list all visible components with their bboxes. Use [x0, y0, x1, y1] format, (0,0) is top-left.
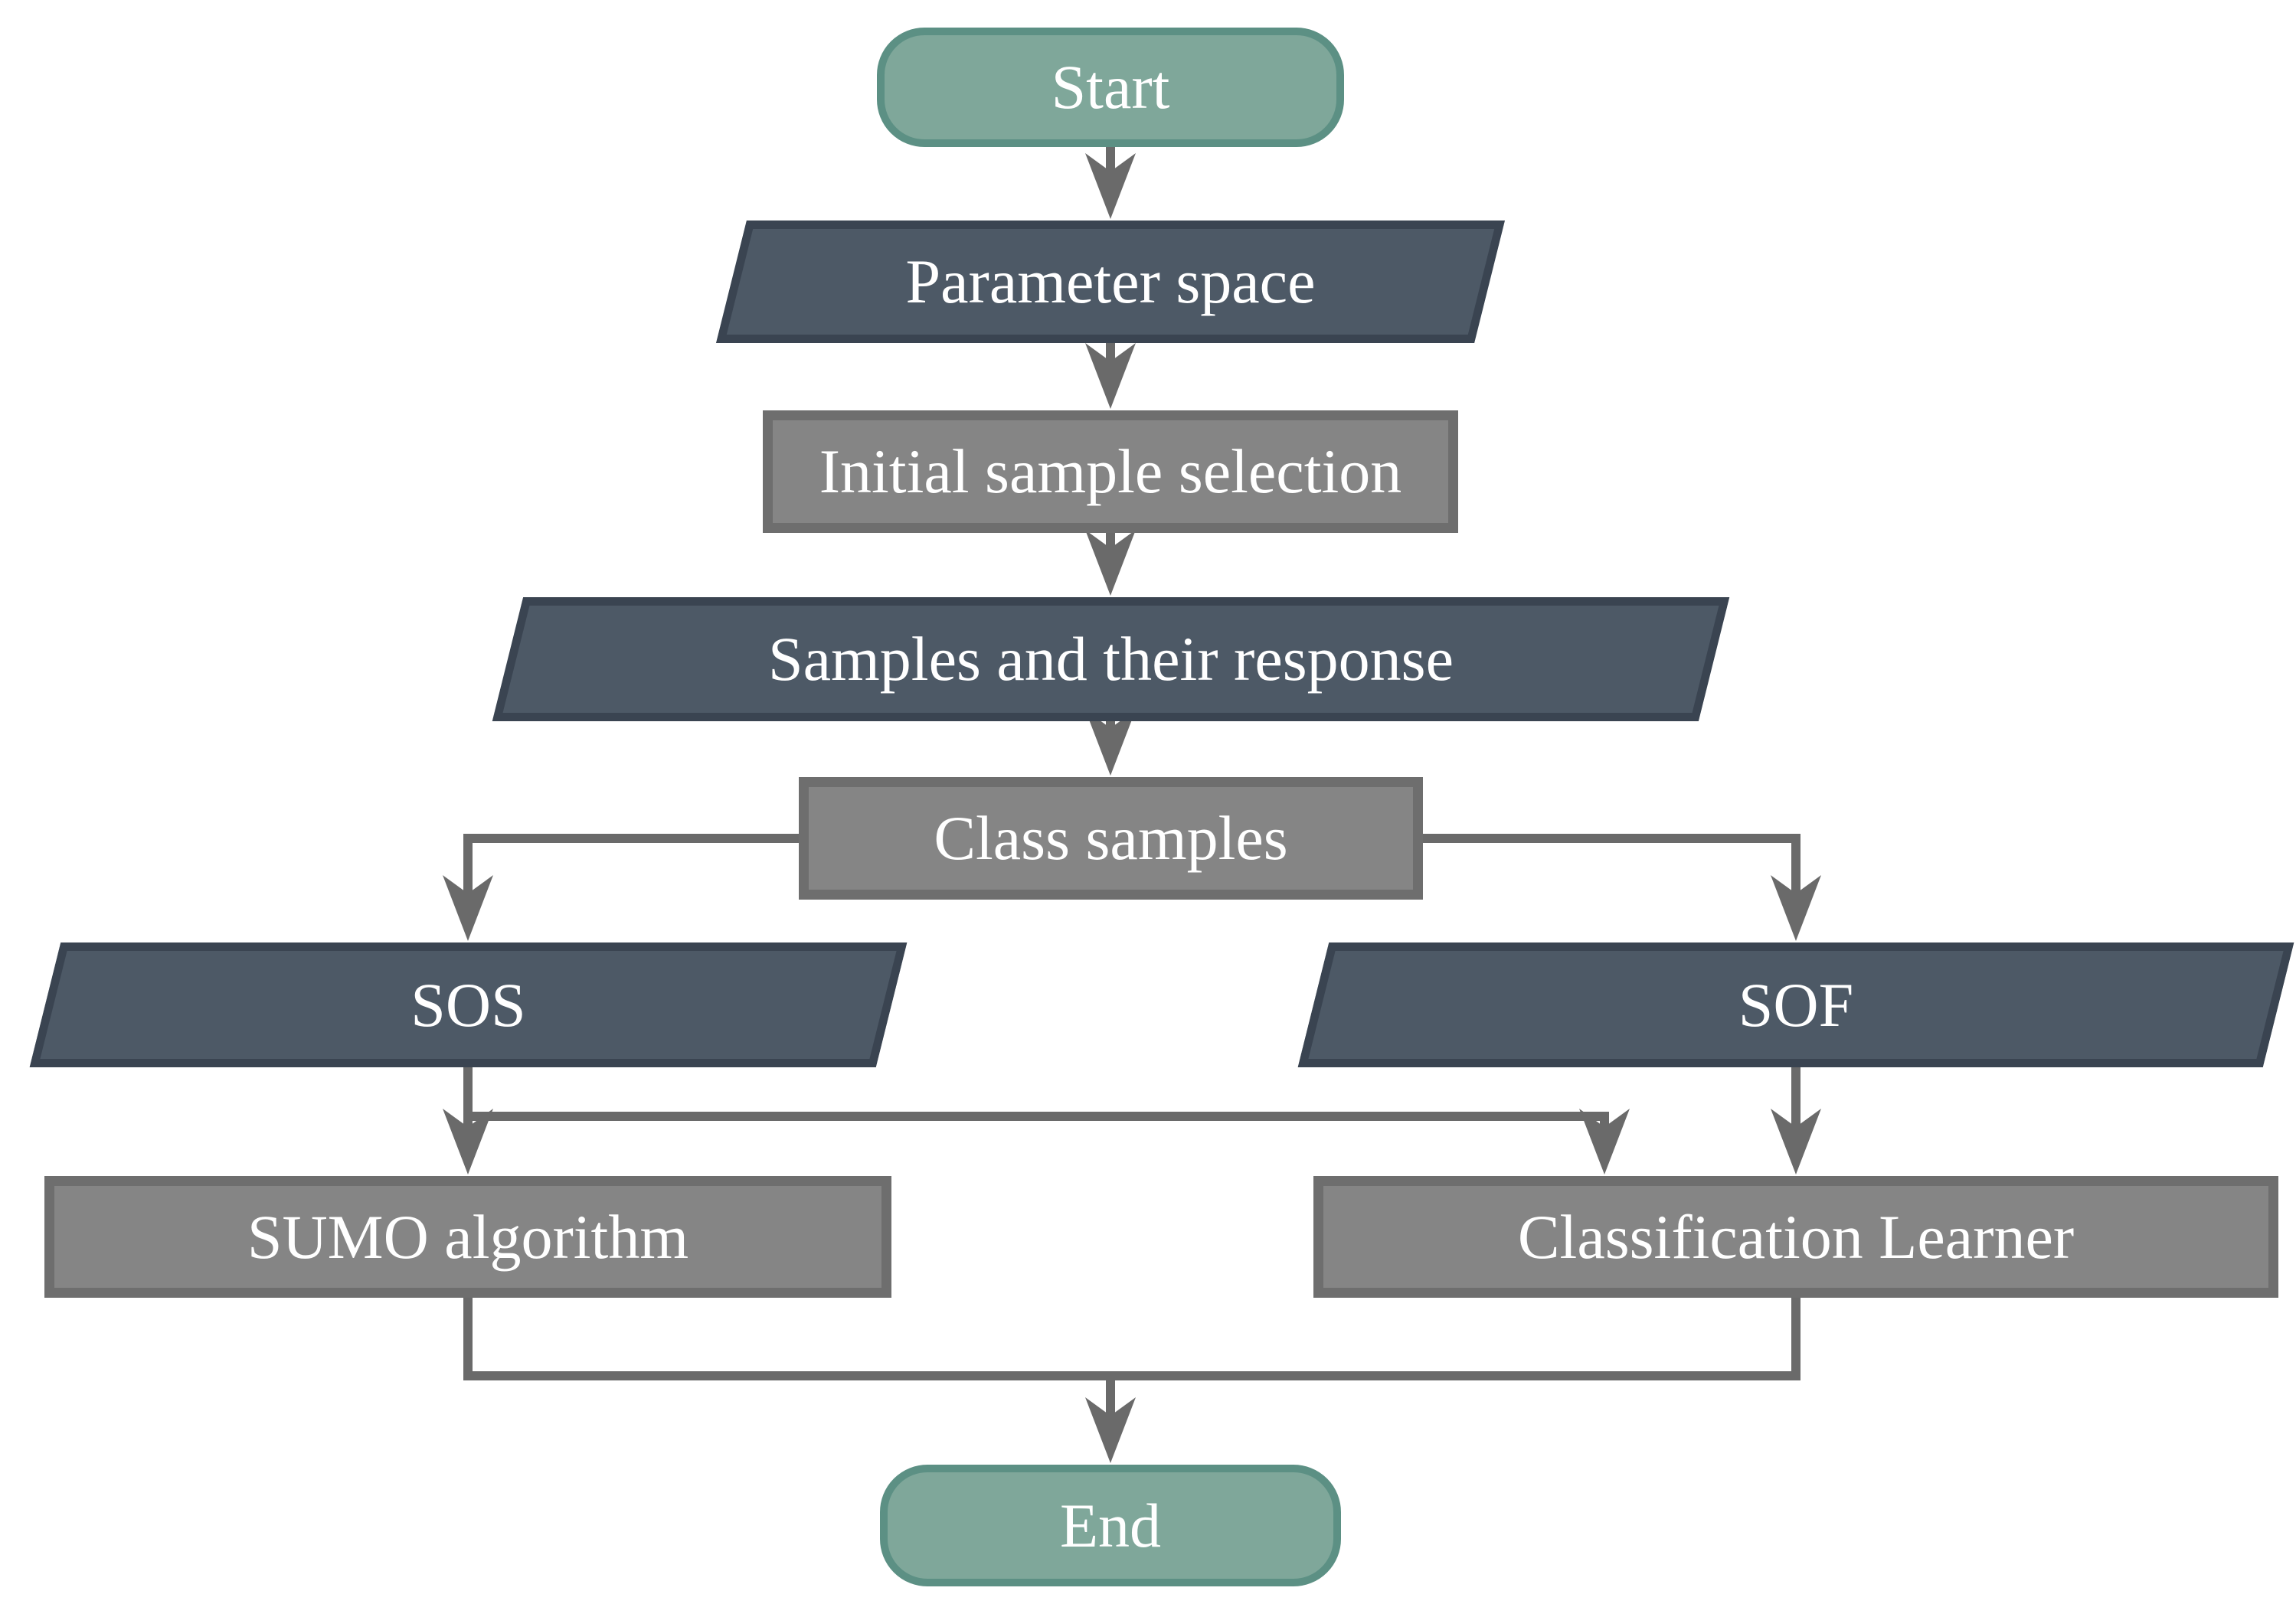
node-samples-and-their-response: Samples and their response [492, 597, 1730, 721]
terminator-shape [877, 28, 1344, 147]
node-label: SOF [1738, 969, 1854, 1040]
node-sumo-algorithm: SUMO algorithm [44, 1176, 891, 1298]
node-label: Classification Learner [1517, 1201, 2075, 1272]
arrowhead [1579, 1109, 1630, 1174]
arrowhead [1771, 875, 1821, 941]
arrowheads [443, 153, 1821, 1463]
node-label: Parameter space [905, 247, 1316, 316]
edge-sos-classification-learner [468, 1112, 1609, 1144]
arrowhead [1085, 710, 1136, 776]
process-shape [44, 1176, 891, 1298]
edge-class-samples-sof [1423, 834, 1800, 910]
arrowhead [1771, 1109, 1821, 1174]
edge-join-to-end [463, 1296, 1800, 1380]
arrowhead [1085, 530, 1136, 596]
node-label: Class samples [934, 803, 1288, 873]
node-label: Initial sample selection [819, 436, 1402, 506]
process-shape [763, 410, 1458, 533]
arrowhead [443, 875, 493, 941]
process-shape [1313, 1176, 2278, 1298]
node-parameter-space: Parameter space [716, 221, 1505, 343]
node-classification-learner: Classification Learner [1313, 1176, 2278, 1298]
node-start: Start [877, 28, 1344, 147]
node-class-samples: Class samples [799, 777, 1423, 900]
terminator-shape [880, 1465, 1341, 1586]
node-initial-sample-selection: Initial sample selection [763, 410, 1458, 533]
arrowhead [443, 1109, 493, 1174]
arrowhead [1085, 1397, 1136, 1463]
node-end: End [880, 1465, 1341, 1586]
node-label: End [1059, 1490, 1162, 1560]
edge-class-samples-sos [463, 834, 799, 910]
arrowhead [1085, 153, 1136, 219]
node-sos: SOS [29, 942, 908, 1067]
node-label: SUMO algorithm [247, 1201, 689, 1272]
node-label: SOS [410, 969, 526, 1040]
arrowhead [1085, 343, 1136, 409]
process-shape [799, 777, 1423, 900]
node-label: Start [1051, 52, 1170, 122]
node-sof: SOF [1297, 942, 2294, 1067]
node-label: Samples and their response [768, 624, 1454, 694]
